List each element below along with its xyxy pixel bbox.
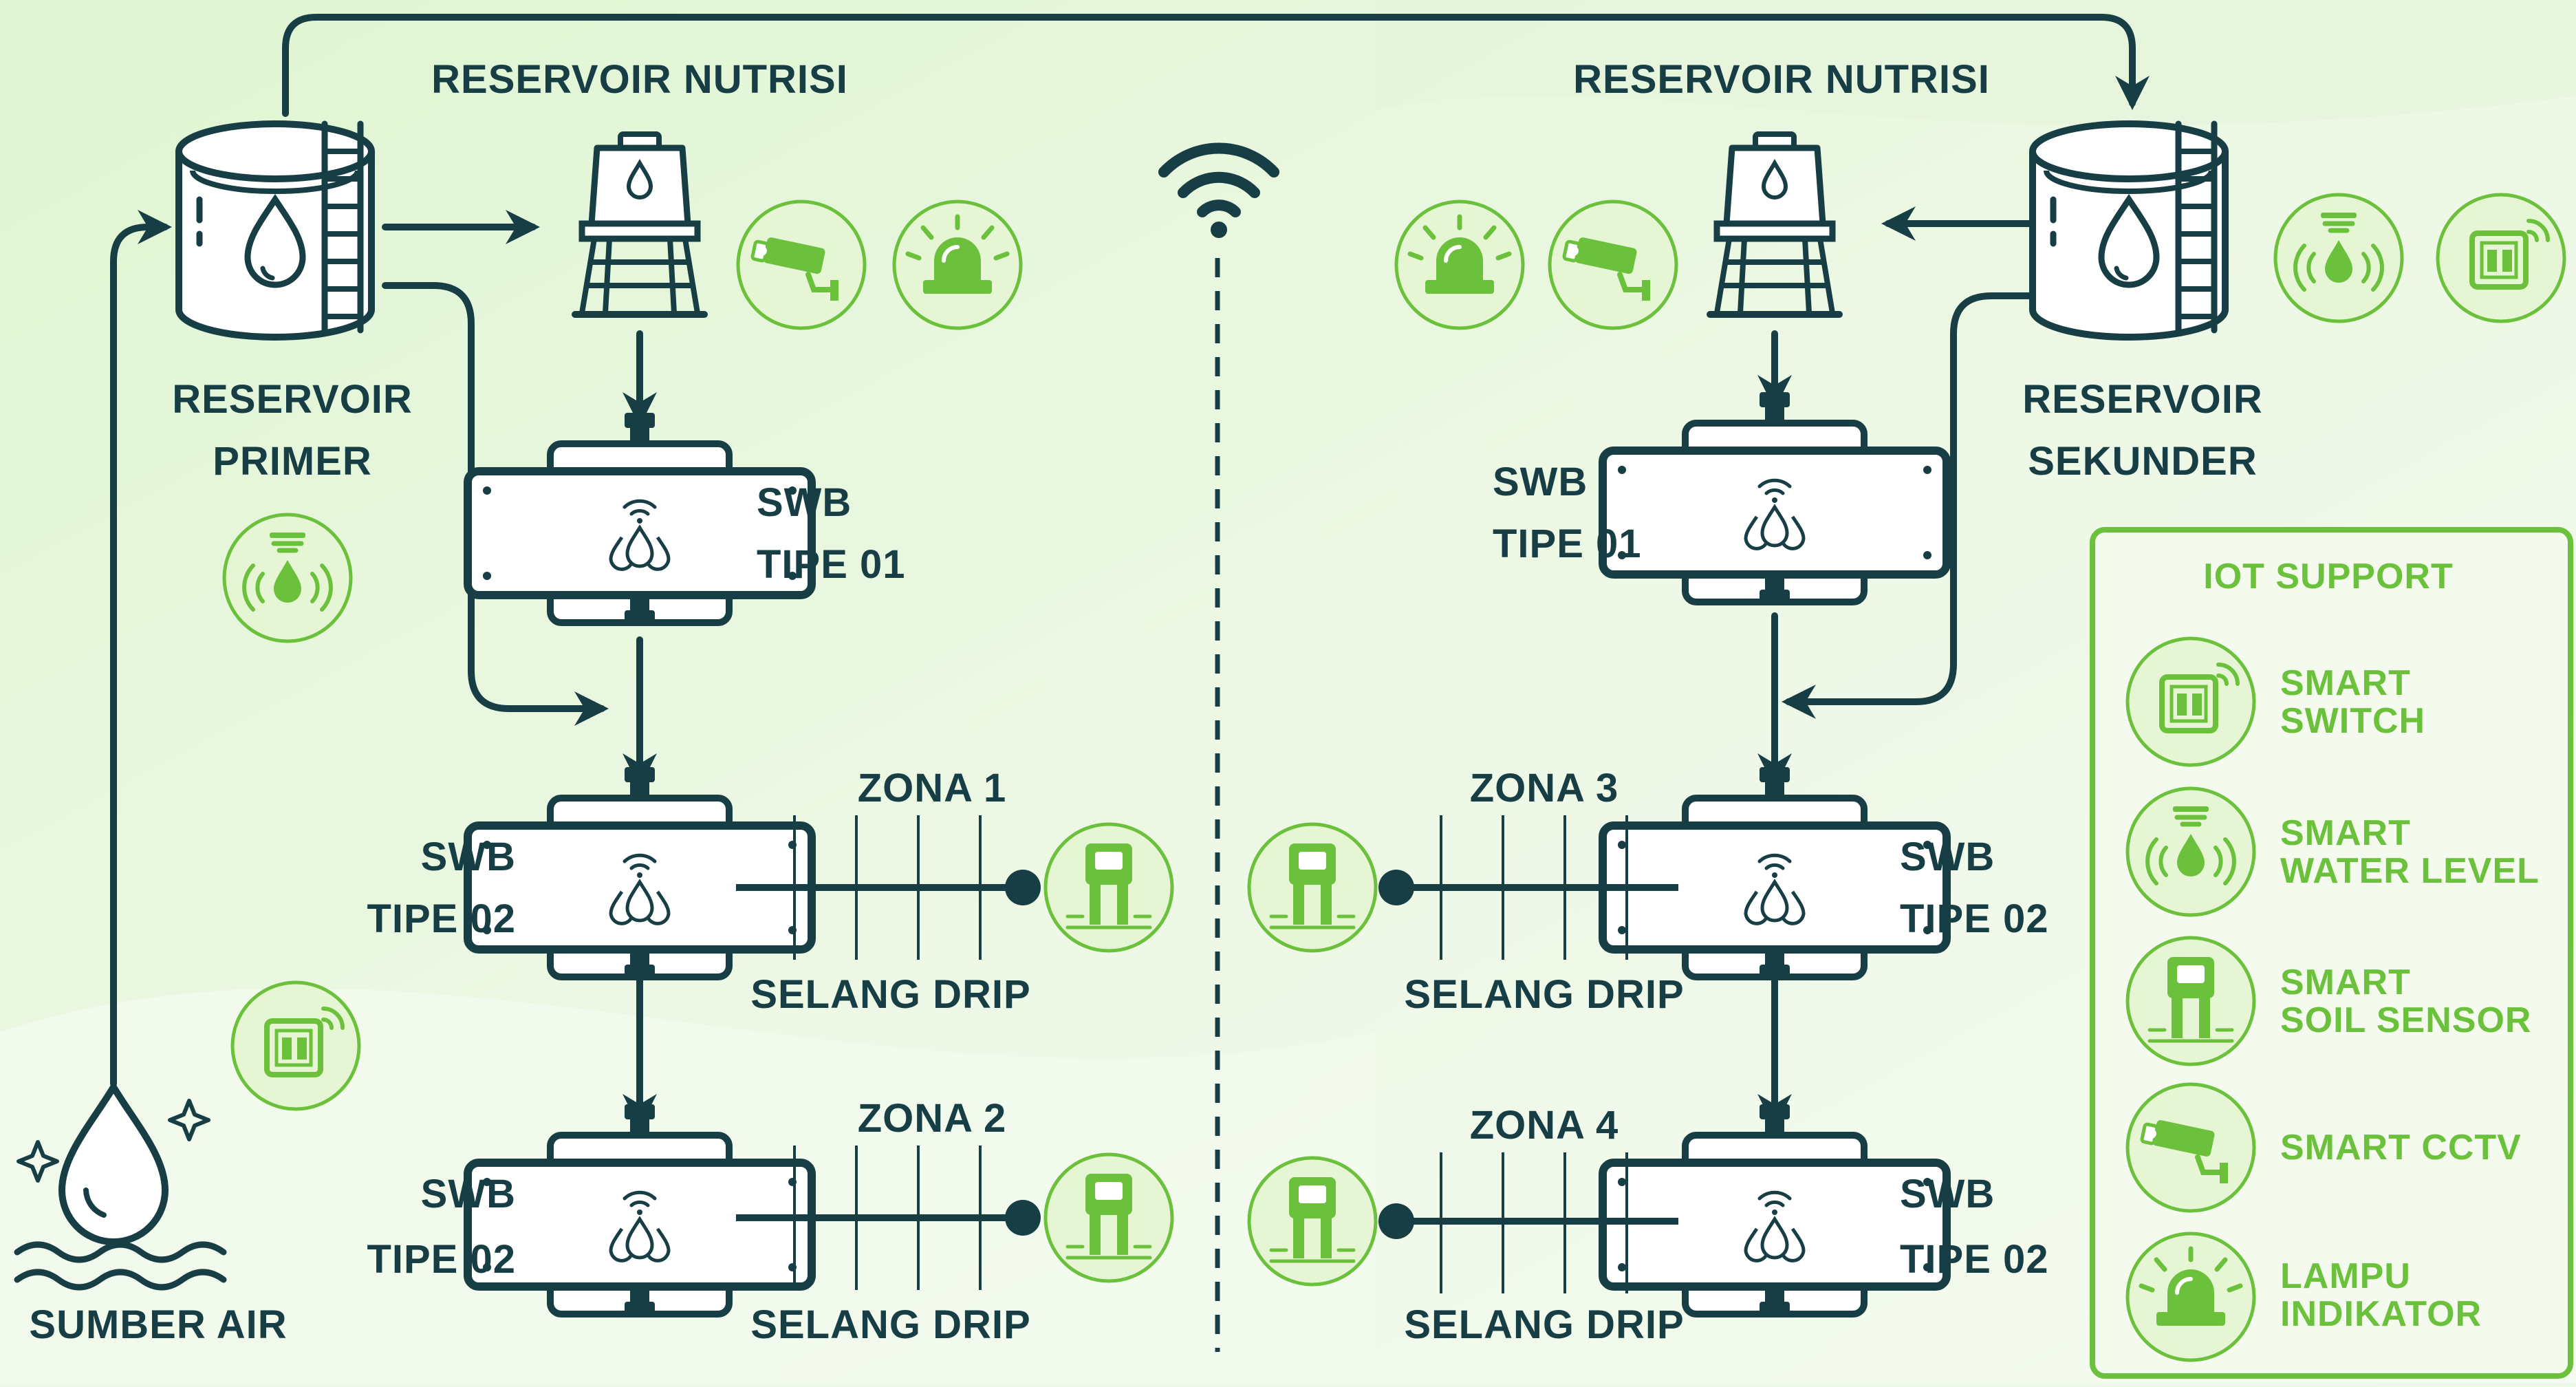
reservoir-sekunder-tank bbox=[2033, 124, 2225, 337]
legend-item-5-line2: INDIKATOR bbox=[2280, 1294, 2482, 1334]
soil-sensor-badge-zone2 bbox=[1046, 1154, 1172, 1281]
label-tipe02-zone1: TIPE 02 bbox=[367, 896, 516, 941]
label-reservoir-primer-2: PRIMER bbox=[213, 439, 372, 484]
label-swb-zone3: SWB bbox=[1900, 835, 1995, 879]
drip-line-zone3 bbox=[1378, 815, 1678, 960]
drip-line-zone1 bbox=[736, 815, 1041, 960]
label-reservoir-nutrisi-left: RESERVOIR NUTRISI bbox=[431, 57, 848, 102]
legend-cctv-badge bbox=[2128, 1084, 2254, 1211]
label-swb-left-01: SWB bbox=[757, 480, 852, 525]
label-swb-right-01: SWB bbox=[1493, 460, 1588, 504]
indicator-lamp-badge-right bbox=[1396, 202, 1523, 328]
background-wave bbox=[1376, 0, 2576, 126]
label-selang-drip-zone2: SELANG DRIP bbox=[750, 1302, 1030, 1347]
legend-item-4-line1: SMART CCTV bbox=[2280, 1128, 2522, 1168]
drip-line-zone2 bbox=[736, 1146, 1041, 1290]
label-swb-zone4: SWB bbox=[1900, 1172, 1995, 1216]
nutrient-tower-right bbox=[1710, 134, 1839, 314]
label-zona-1: ZONA 1 bbox=[858, 766, 1007, 810]
reservoir-primer-tank bbox=[179, 124, 371, 337]
label-reservoir-nutrisi-right: RESERVOIR NUTRISI bbox=[1573, 57, 1990, 102]
indicator-lamp-badge bbox=[894, 202, 1021, 328]
label-reservoir-sekunder-1: RESERVOIR bbox=[2022, 377, 2263, 422]
label-tipe01-right: TIPE 01 bbox=[1493, 522, 1642, 566]
legend-switch-badge bbox=[2128, 638, 2254, 765]
nutrient-tower-left bbox=[575, 134, 704, 314]
legend-item-1-line1: SMART bbox=[2280, 663, 2411, 703]
label-swb-zone2: SWB bbox=[421, 1172, 516, 1216]
legend-lamp-badge bbox=[2128, 1234, 2254, 1360]
label-swb-zone1: SWB bbox=[421, 835, 516, 879]
label-zona-2: ZONA 2 bbox=[858, 1096, 1007, 1141]
label-sumber-air: SUMBER AIR bbox=[29, 1302, 287, 1347]
soil-sensor-badge-zone1 bbox=[1046, 824, 1172, 951]
legend-item-2-line2: WATER LEVEL bbox=[2280, 851, 2540, 891]
legend-water-level-badge bbox=[2128, 788, 2254, 915]
legend-item-2-line1: SMART bbox=[2280, 813, 2411, 853]
label-tipe02-zone3: TIPE 02 bbox=[1900, 896, 2049, 941]
pipe-primer-to-sekunder bbox=[282, 14, 2150, 117]
legend-item-1-line2: SWITCH bbox=[2280, 701, 2425, 741]
pipe-source-to-primer bbox=[110, 210, 172, 1087]
soil-sensor-badge-zone3 bbox=[1249, 824, 1376, 951]
legend-item-5-line1: LAMPU bbox=[2280, 1256, 2411, 1296]
label-selang-drip-zone4: SELANG DRIP bbox=[1404, 1302, 1684, 1347]
drip-line-zone4 bbox=[1378, 1152, 1678, 1293]
smart-switch-badge bbox=[232, 982, 359, 1109]
label-tipe02-zone4: TIPE 02 bbox=[1900, 1237, 2049, 1282]
legend-item-3-line1: SMART bbox=[2280, 963, 2411, 1002]
water-level-badge-right bbox=[2275, 195, 2402, 321]
smart-switch-badge-right bbox=[2438, 195, 2564, 321]
iot-support-legend: IOT SUPPORT SMART SWITCH SMART WATER LEV… bbox=[2090, 527, 2573, 1379]
legend-soil-sensor-badge bbox=[2128, 938, 2254, 1064]
label-zona-3: ZONA 3 bbox=[1470, 766, 1619, 810]
label-tipe01-left: TIPE 01 bbox=[757, 542, 906, 587]
label-reservoir-primer-1: RESERVOIR bbox=[172, 377, 413, 422]
label-reservoir-sekunder-2: SEKUNDER bbox=[2028, 439, 2258, 484]
pipe-sekunder-to-zone3 bbox=[1782, 292, 2039, 719]
wifi-icon bbox=[1158, 142, 1279, 238]
label-selang-drip-zone1: SELANG DRIP bbox=[750, 972, 1030, 1017]
cctv-badge-right bbox=[1550, 202, 1676, 328]
cctv-badge bbox=[738, 202, 865, 328]
label-tipe02-zone2: TIPE 02 bbox=[367, 1237, 516, 1282]
water-source-icon bbox=[14, 1080, 227, 1291]
water-level-badge bbox=[224, 515, 351, 641]
legend-item-3-line2: SOIL SENSOR bbox=[2280, 1000, 2531, 1040]
label-selang-drip-zone3: SELANG DRIP bbox=[1404, 972, 1684, 1017]
label-zona-4: ZONA 4 bbox=[1470, 1103, 1619, 1148]
soil-sensor-badge-zone4 bbox=[1249, 1158, 1376, 1284]
legend-title: IOT SUPPORT bbox=[2203, 557, 2453, 596]
